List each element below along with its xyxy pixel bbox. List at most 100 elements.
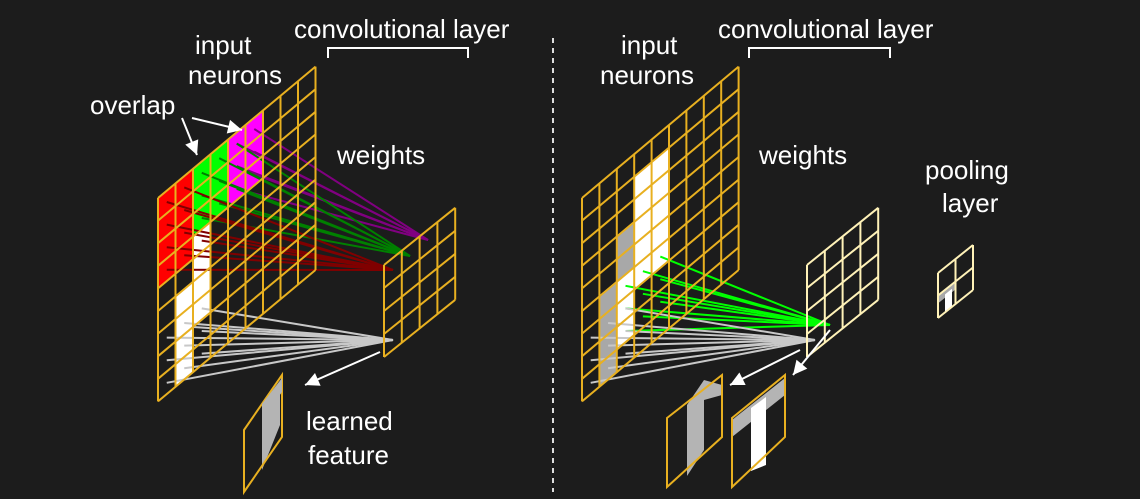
connection-line xyxy=(183,209,394,271)
grid-line xyxy=(806,253,879,312)
grid-line xyxy=(581,178,740,312)
right-conv-bracket xyxy=(748,47,891,58)
grid-line xyxy=(157,65,317,199)
arrowhead-icon xyxy=(185,139,199,155)
grid-line xyxy=(581,65,740,199)
connection-line xyxy=(625,330,816,341)
arrowhead-icon xyxy=(226,119,242,134)
right-input-label: input xyxy=(621,30,678,60)
grid-line xyxy=(157,156,317,290)
feature-arrow xyxy=(304,351,381,386)
grid-line xyxy=(157,88,317,222)
pooling-grid xyxy=(937,244,974,319)
grid-line xyxy=(157,224,317,357)
pooling-layer-label: layer xyxy=(942,188,999,218)
grid-line xyxy=(581,88,740,222)
gray-connections xyxy=(166,307,394,384)
grid-line xyxy=(383,207,456,266)
connection-line xyxy=(625,307,816,341)
feature-map-1 xyxy=(666,372,723,490)
arrowhead-icon xyxy=(793,359,808,375)
pooled-pixel xyxy=(945,288,952,313)
overlap-label: overlap xyxy=(90,90,176,120)
learned-label: learned xyxy=(306,406,393,436)
grid-line xyxy=(581,201,740,335)
feature-map-1-pattern xyxy=(687,380,704,476)
learned-feature-map xyxy=(243,371,283,496)
feature-map-2 xyxy=(731,372,786,490)
right-weights-label: weights xyxy=(759,140,848,170)
connection-line xyxy=(625,307,831,326)
connection-line xyxy=(607,339,816,370)
connection-line xyxy=(192,326,394,341)
left-neurons-label: neurons xyxy=(188,60,282,90)
right-neurons-label: neurons xyxy=(600,60,694,90)
connection-line xyxy=(166,336,394,341)
connection-line xyxy=(590,339,816,384)
connection-line xyxy=(184,339,394,347)
grid-line xyxy=(937,266,974,297)
left-weights-label: weights xyxy=(337,140,426,170)
right-conv-layer-label: convolutional layer xyxy=(718,14,934,44)
connection-line xyxy=(660,300,831,326)
overlap-arrow-1 xyxy=(181,117,199,156)
connection-line xyxy=(253,150,429,241)
grid-line xyxy=(157,246,317,380)
grid-line xyxy=(581,224,740,357)
grid-line xyxy=(383,299,456,358)
connection-line xyxy=(608,339,816,347)
grid-line xyxy=(157,178,317,312)
grid-line xyxy=(157,133,317,267)
connection-line xyxy=(642,315,831,326)
grid-line xyxy=(806,276,879,335)
grid-line xyxy=(581,111,740,244)
grid-line xyxy=(937,244,974,274)
connection-line xyxy=(184,339,394,370)
connection-line xyxy=(236,187,411,257)
connection-line xyxy=(660,278,831,326)
right-weights-grid xyxy=(806,207,880,358)
grid-line xyxy=(157,201,317,335)
left-weights-grid xyxy=(383,207,457,358)
grid-line xyxy=(157,111,317,244)
grid-line xyxy=(383,253,456,312)
overlap-arrow-2 xyxy=(191,117,243,134)
connection-line xyxy=(625,339,816,355)
pooling-label: pooling xyxy=(925,155,1009,185)
arrowhead-icon xyxy=(305,372,321,386)
connection-line xyxy=(201,339,394,355)
connection-line xyxy=(201,307,394,341)
grid-line xyxy=(806,207,879,266)
connection-line xyxy=(590,336,816,341)
grid-line xyxy=(157,269,317,403)
arrowhead-icon xyxy=(730,372,746,385)
connection-line xyxy=(236,142,411,257)
left-input-grid xyxy=(157,65,317,403)
connection-line xyxy=(625,324,831,332)
connection-line xyxy=(236,165,411,257)
learned-feature-pattern xyxy=(262,378,282,420)
connection-line xyxy=(608,322,816,341)
grid-line xyxy=(806,299,879,358)
gray-connections xyxy=(590,307,816,384)
feature-arrow-2 xyxy=(792,329,831,376)
grid-line xyxy=(937,289,974,319)
grid-line xyxy=(581,246,740,380)
left-input-label: input xyxy=(195,30,252,60)
feature-arrow-1 xyxy=(729,349,801,386)
connection-line xyxy=(184,254,394,271)
right-input-grid xyxy=(581,65,740,403)
connection-line xyxy=(166,339,394,384)
grid-line xyxy=(383,276,456,335)
grid-line xyxy=(581,133,740,267)
connection-line xyxy=(183,186,394,271)
feature-label: feature xyxy=(308,440,389,470)
connection-line xyxy=(253,128,429,241)
grid-line xyxy=(581,269,740,403)
grid-line xyxy=(581,156,740,290)
left-conv-bracket xyxy=(327,47,469,58)
grid-line xyxy=(806,230,879,289)
pooled-pixel xyxy=(938,281,956,304)
